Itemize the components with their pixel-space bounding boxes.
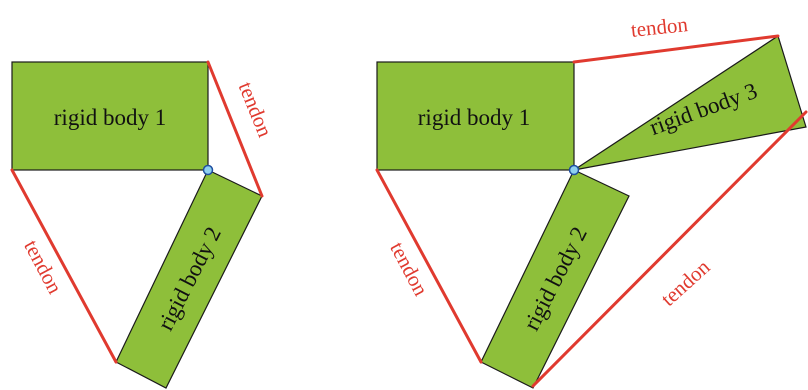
right-tendon-right-label: tendon: [656, 254, 715, 310]
right-tendon-right: [531, 110, 808, 388]
left-tendon-left: [10, 168, 118, 364]
right-tendon-left-label: tendon: [385, 238, 433, 300]
left-tendon-right-label: tendon: [234, 78, 278, 140]
left-tendon-left-label: tendon: [19, 236, 67, 298]
left-joint: [202, 164, 214, 176]
right-joint: [568, 164, 580, 176]
right-panel: rigid body 1 rigid body 3 rigid body 2 t…: [375, 12, 808, 389]
left-rigid-body-1: [11, 61, 209, 171]
left-panel: rigid body 1 rigid body 2 tendon tendon: [10, 60, 278, 389]
left-rigid-body-1-label: rigid body 1: [54, 105, 166, 130]
right-rigid-body-1: [376, 61, 575, 171]
right-rigid-body-3: [573, 35, 807, 171]
right-tendon-top: [572, 34, 780, 64]
left-rigid-body-2: [115, 169, 263, 389]
right-rigid-body-2: [480, 169, 630, 389]
right-rigid-body-1-label: rigid body 1: [418, 105, 530, 130]
right-tendon-top-label: tendon: [630, 12, 690, 42]
left-tendon-right: [206, 60, 264, 198]
right-tendon-left: [375, 168, 483, 364]
